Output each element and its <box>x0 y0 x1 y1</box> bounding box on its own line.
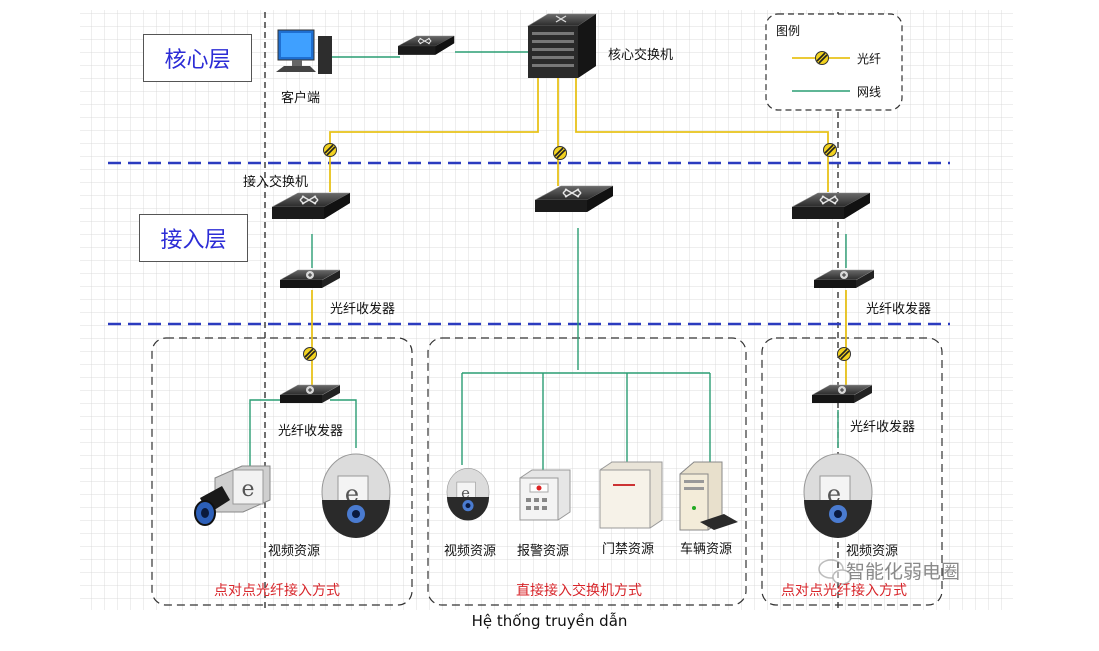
fiber-connector-icon <box>822 142 838 158</box>
figure-caption: Hệ thống truyền dẫn <box>471 612 628 630</box>
fiber-transceiver-label: 光纤收发器 <box>866 302 932 317</box>
video-resource-label: 视频资源 <box>444 544 497 559</box>
section-direct-box <box>427 337 747 606</box>
dome-camera-icon <box>321 453 391 539</box>
alarm-panel-icon <box>519 469 571 521</box>
wechat-watermark-icon <box>818 559 852 585</box>
p2p-fiber-mode-label: 点对点光纤接入方式 <box>214 583 340 599</box>
fiber-connector-icon <box>836 346 852 362</box>
core-switch-icon <box>526 13 597 78</box>
legend-network-label: 网线 <box>857 85 882 99</box>
core-switch-label: 核心交换机 <box>608 48 674 63</box>
fiber-connector-icon <box>302 346 318 362</box>
fiber-connector-icon <box>322 142 338 158</box>
section-p2p-right-box <box>761 337 943 606</box>
legend-fiber-knot-icon <box>814 50 830 66</box>
video-resource-label: 视频资源 <box>846 544 899 559</box>
core-layer-label: 核心层 <box>143 34 252 82</box>
vehicle-resource-label: 车辆资源 <box>680 542 733 557</box>
legend-fiber-label: 光纤 <box>857 52 882 66</box>
door-access-panel-icon <box>599 461 663 529</box>
legend-box <box>765 13 903 111</box>
direct-switch-mode-label: 直接接入交换机方式 <box>516 583 642 599</box>
box-camera-icon: e <box>194 465 271 526</box>
vehicle-server-icon <box>679 461 738 531</box>
client-label: 客户端 <box>281 91 321 106</box>
fiber-transceiver-label: 光纤收发器 <box>278 424 344 439</box>
dome-camera-icon <box>803 453 873 539</box>
dome-camera-icon <box>446 468 490 521</box>
legend-title: 图例 <box>776 24 801 38</box>
fiber-transceiver-label: 光纤收发器 <box>850 420 916 435</box>
access-control-resource-label: 门禁资源 <box>602 542 655 557</box>
fiber-transceiver-label: 光纤收发器 <box>330 302 396 317</box>
p2p-fiber-mode-label: 点对点光纤接入方式 <box>781 583 907 599</box>
network-cables <box>249 51 847 470</box>
client-pc-icon <box>276 29 332 74</box>
section-p2p-left-box <box>151 337 413 606</box>
alarm-resource-label: 报警资源 <box>517 544 570 559</box>
access-switch-label: 接入交换机 <box>243 175 309 190</box>
video-resource-label: 视频资源 <box>268 544 321 559</box>
access-layer-label: 接入层 <box>139 214 248 262</box>
svg-text:e: e <box>241 477 254 502</box>
fiber-cables <box>311 78 847 385</box>
watermark-text: 智能化弱电圈 <box>846 561 961 583</box>
fiber-connector-icon <box>552 145 568 161</box>
